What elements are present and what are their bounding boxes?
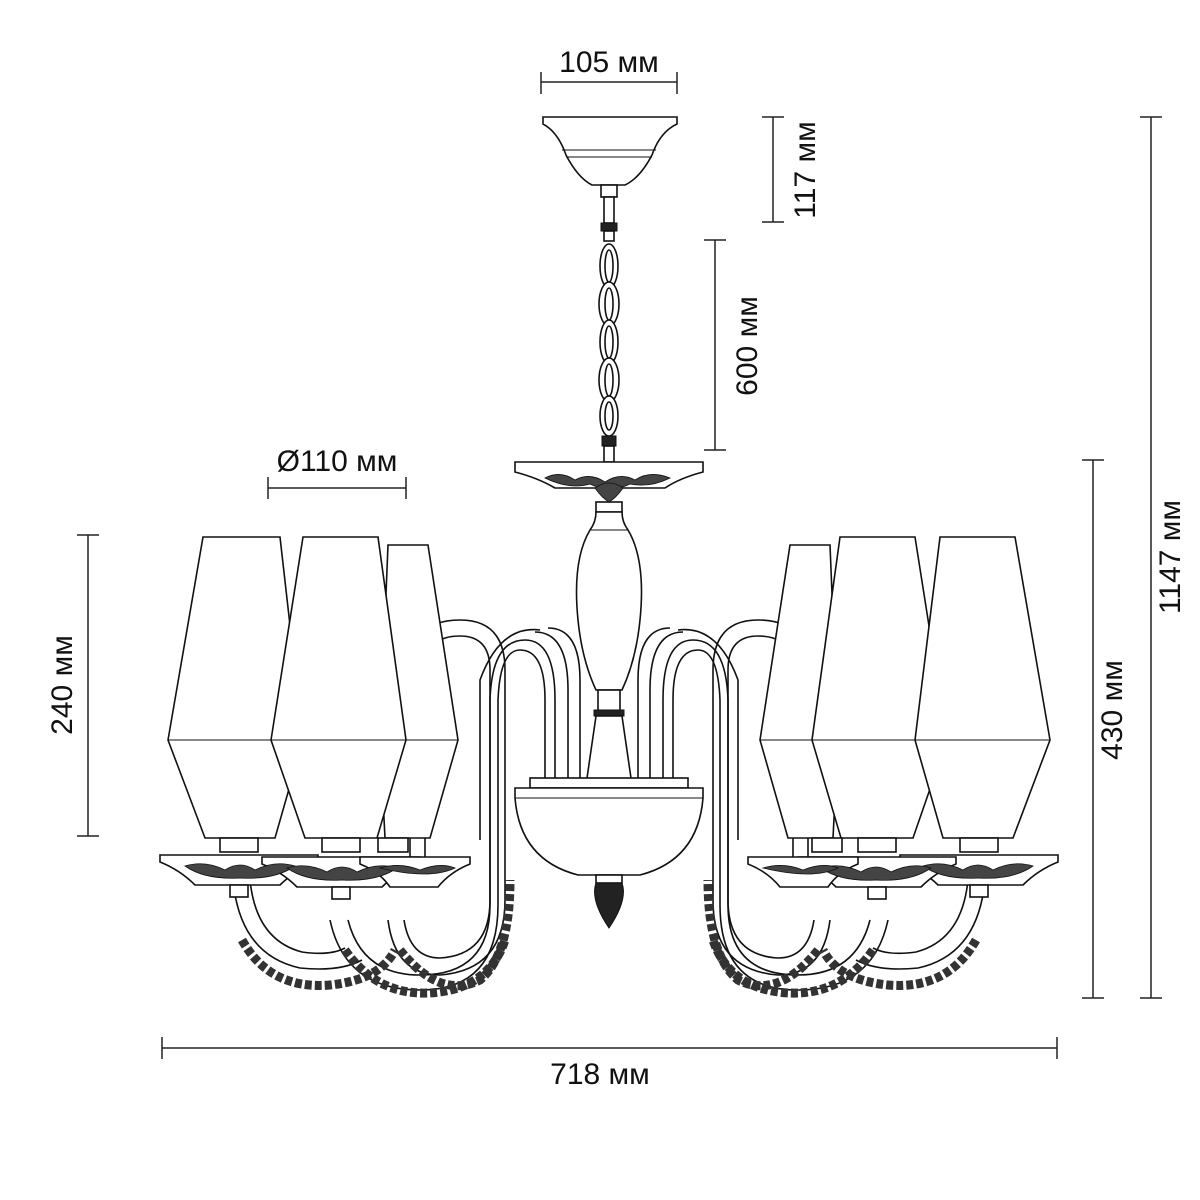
dim-body-height: 430 мм [1096, 660, 1129, 760]
central-column [575, 501, 643, 786]
dim-total-width: 718 мм [550, 1058, 650, 1091]
shade-far-right [914, 536, 1051, 839]
ceiling-canopy [542, 116, 678, 232]
central-bowl [514, 777, 704, 929]
shade-right [811, 536, 948, 839]
shade-holders [159, 837, 1059, 900]
inner-arms [489, 627, 729, 785]
dim-canopy-width: 105 мм [559, 46, 659, 79]
bead-garlands [238, 879, 980, 998]
suspension-chain [598, 230, 620, 463]
dimension-lines [77, 72, 1162, 1059]
dim-shade-diameter: Ø110 мм [277, 445, 398, 478]
dim-total-height: 1147 мм [1154, 500, 1187, 614]
dim-shade-height: 240 мм [46, 635, 79, 735]
upper-decorative-plate [514, 461, 704, 503]
shade-left [270, 536, 407, 839]
dim-chain-length: 600 мм [731, 296, 764, 396]
dim-canopy-height: 117 мм [789, 121, 822, 218]
shade-far-left [167, 536, 304, 839]
